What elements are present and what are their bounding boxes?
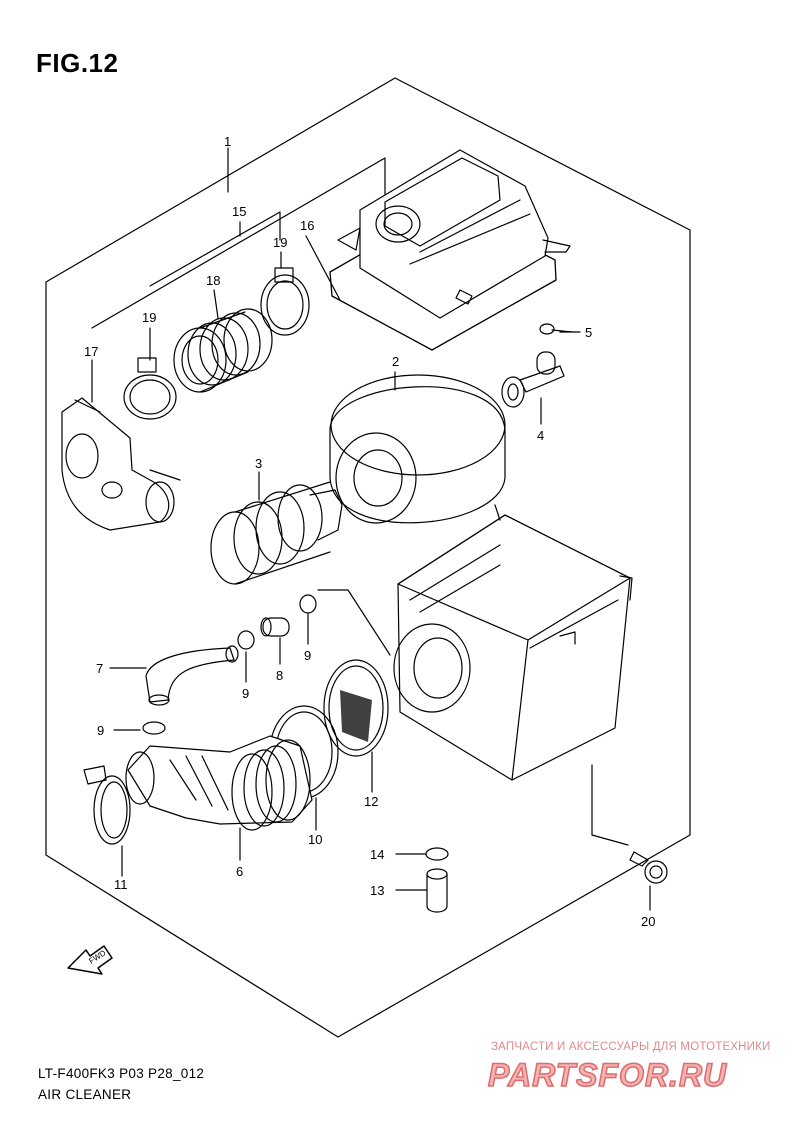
clamp-11	[83, 765, 131, 877]
callout-7: 7	[96, 661, 103, 676]
callout-3: 3	[255, 456, 262, 471]
watermark-logo-text: PARTSFOR.RU	[488, 1057, 727, 1093]
callout-2: 2	[392, 354, 399, 369]
clamp-19-left	[123, 357, 177, 420]
watermark-logo: PARTSFOR.RU	[487, 1056, 727, 1094]
callout-15: 15	[232, 204, 246, 219]
breather-hose-7	[109, 645, 239, 706]
callout-9b: 9	[242, 686, 249, 701]
watermark-caption: ЗАПЧАСТИ И АКСЕССУАРЫ ДЛЯ МОТОТЕХНИКИ	[491, 1041, 771, 1053]
outlet-duct	[61, 397, 181, 531]
clip-9-mid	[237, 630, 255, 683]
bolt-20	[629, 851, 668, 911]
callout-11: 11	[114, 877, 128, 892]
clip-9-upper	[299, 594, 317, 645]
callout-19b: 19	[142, 310, 156, 325]
callout-8: 8	[276, 668, 283, 683]
clip-9-lower	[113, 721, 166, 735]
callout-13: 13	[370, 883, 384, 898]
callout-17: 17	[84, 344, 98, 359]
assembly-frame	[45, 77, 691, 1038]
air-cleaner-case	[317, 504, 633, 846]
callout-9c: 9	[97, 723, 104, 738]
callout-12: 12	[364, 794, 378, 809]
figure-title: FIG.12	[36, 48, 119, 78]
intake-duct-6	[125, 735, 313, 861]
filter-element	[329, 371, 506, 524]
drain-valve-4	[501, 351, 565, 425]
air-cleaner-cap	[329, 149, 571, 351]
callout-9a: 9	[304, 648, 311, 663]
filter-cage	[210, 471, 343, 585]
bellows-18	[173, 308, 273, 393]
section-name: AIR CLEANER	[38, 1087, 132, 1102]
clamp-19-top	[260, 267, 310, 336]
screen-12	[323, 659, 389, 793]
fitting-8	[260, 617, 290, 665]
callout-16: 16	[300, 218, 314, 233]
screw-5	[539, 323, 581, 335]
fwd-arrow-icon	[67, 945, 113, 975]
callout-10: 10	[308, 832, 322, 847]
model-code: LT-F400FK3 P03 P28_012	[38, 1066, 205, 1081]
clip-14	[395, 847, 449, 861]
callout-20: 20	[641, 914, 655, 929]
callout-5: 5	[585, 325, 592, 340]
callout-18: 18	[206, 273, 220, 288]
callout-14: 14	[370, 847, 384, 862]
callout-1: 1	[224, 134, 231, 149]
plug-13	[395, 868, 448, 913]
callout-6: 6	[236, 864, 243, 879]
callout-19a: 19	[273, 235, 287, 250]
callout-4: 4	[537, 428, 544, 443]
